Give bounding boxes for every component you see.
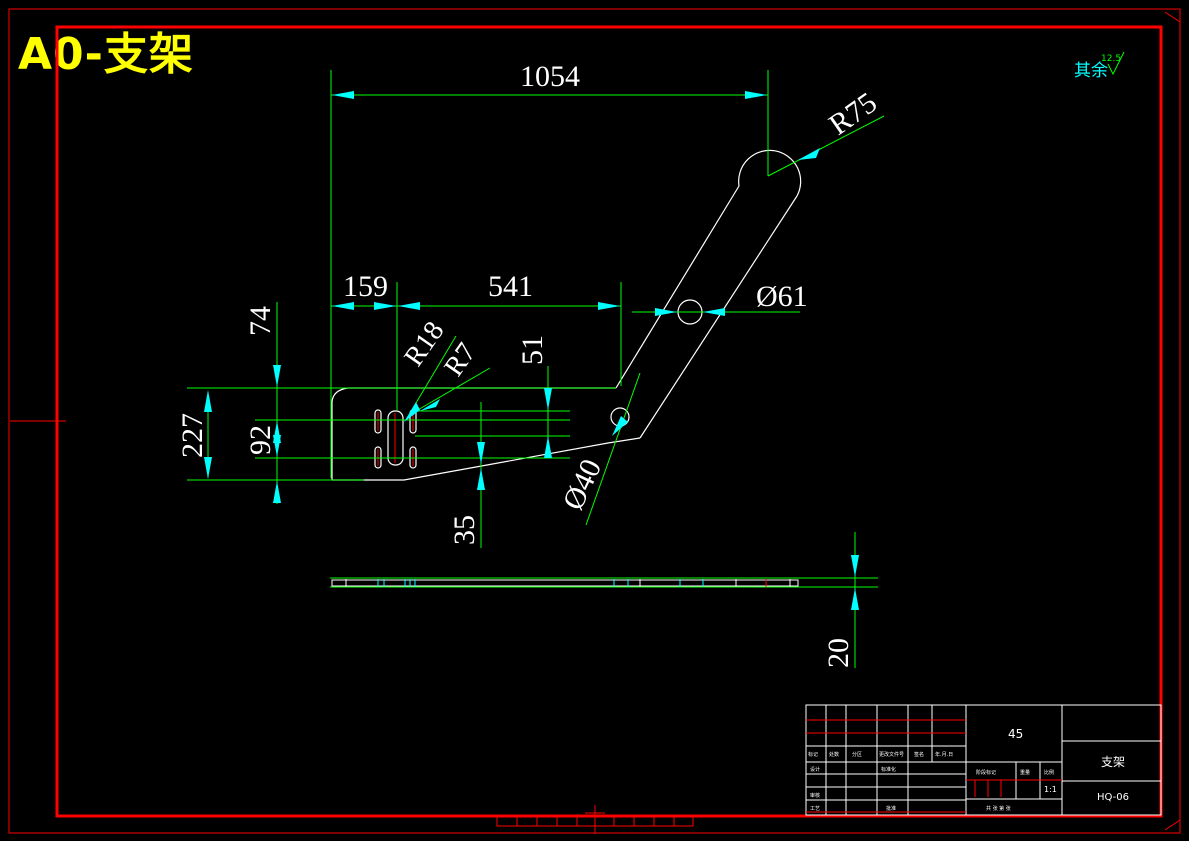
svg-text:标准化: 标准化 <box>881 766 896 773</box>
roughness-symbol: 其余 12.5 <box>1074 51 1125 81</box>
bottom-ruler <box>496 805 694 834</box>
title-block: 45 支架 HQ-06 1:1 标记 处数 分区 更改文件号 签名 年.月.日 … <box>805 704 1162 816</box>
dim-offset-x: 159 <box>343 270 388 303</box>
svg-text:审核: 审核 <box>810 792 820 799</box>
dimension-lines <box>187 70 885 668</box>
svg-text:工艺: 工艺 <box>810 806 820 812</box>
svg-text:12.5: 12.5 <box>1101 54 1121 64</box>
drawing-frame <box>55 25 1163 818</box>
svg-text:标记: 标记 <box>808 751 818 758</box>
dim-overall-length: 1054 <box>520 60 580 93</box>
side-view <box>331 579 799 587</box>
svg-text:重量: 重量 <box>1020 769 1030 776</box>
dim-top-step: 51 <box>516 335 549 365</box>
dim-height-total: 227 <box>176 413 209 458</box>
tb-drawing-no: HQ-06 <box>1097 792 1129 803</box>
dim-slot-pitch: 92 <box>244 425 277 455</box>
svg-text:设计: 设计 <box>810 766 820 773</box>
dim-slot-span: 541 <box>488 270 533 303</box>
corner-mark <box>1164 11 1181 23</box>
svg-text:签名: 签名 <box>914 751 924 758</box>
svg-text:批准: 批准 <box>886 805 896 812</box>
svg-text:比例: 比例 <box>1044 769 1054 776</box>
svg-text:年.月.日: 年.月.日 <box>935 751 953 758</box>
svg-text:其余: 其余 <box>1074 61 1108 81</box>
svg-text:更改文件号: 更改文件号 <box>879 751 904 758</box>
tb-scale: 1:1 <box>1044 785 1057 794</box>
dim-end-radius: R75 <box>823 86 883 142</box>
dim-top-offset: 74 <box>244 306 277 336</box>
dimension-arrows <box>204 91 859 610</box>
drawing-title: A0-支架 <box>18 29 194 80</box>
dim-bottom-step: 35 <box>448 515 481 545</box>
tb-part-name: 支架 <box>1101 755 1125 769</box>
dim-slot-radius-inner: R7 <box>438 337 482 382</box>
bracket-outline <box>331 149 802 481</box>
svg-text:阶段标记: 阶段标记 <box>976 769 996 776</box>
dim-thickness: 20 <box>822 638 855 668</box>
svg-text:处数: 处数 <box>829 751 839 758</box>
svg-text:共 张 第 张: 共 张 第 张 <box>986 805 1011 812</box>
tb-material: 45 <box>1008 727 1023 741</box>
svg-text:分区: 分区 <box>852 751 862 758</box>
dim-small-hole: Ø40 <box>556 454 608 515</box>
dim-pivot-hole: Ø61 <box>756 280 808 313</box>
